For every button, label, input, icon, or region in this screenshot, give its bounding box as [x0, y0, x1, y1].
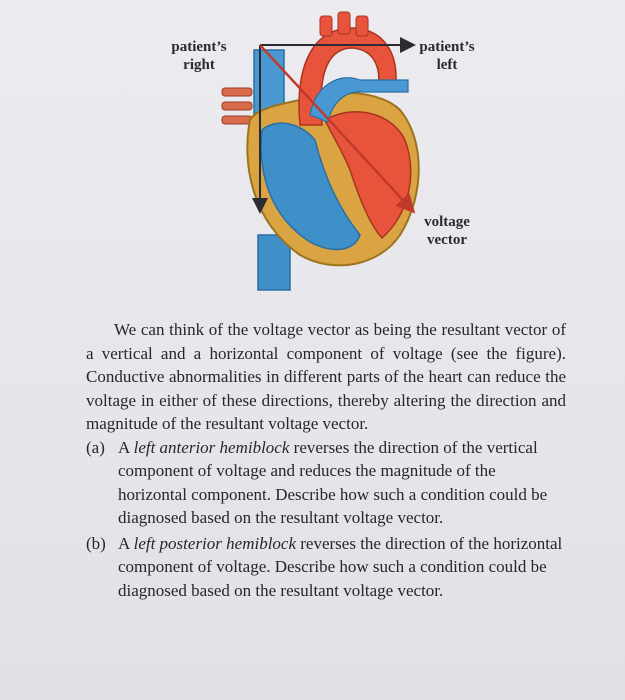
question-b-prefix: A [118, 533, 134, 553]
patients-right-label: patient’s right [164, 38, 234, 74]
aortic-branches [319, 11, 369, 37]
patients-left-label-line2: left [436, 57, 458, 73]
pulmonary-veins-right [221, 87, 253, 125]
question-a-prefix: A [118, 437, 134, 457]
pulmonary-artery [309, 77, 409, 123]
question-a-tag: (a) [86, 437, 105, 457]
question-a: (a) A left anterior hemiblock reverses th… [86, 436, 566, 530]
voltage-vector-label-line1: voltage [424, 214, 470, 230]
patients-right-label-line2: right [183, 57, 215, 73]
question-b-tag: (b) [86, 533, 106, 553]
voltage-vector-label-line2: vector [427, 232, 467, 248]
patients-left-label-line1: patient’s [419, 39, 475, 55]
intro-paragraph: We can think of the voltage vector as be… [86, 320, 566, 433]
right-chambers [260, 122, 361, 251]
question-b: (b) A left posterior hemiblock reverses t… [86, 532, 566, 603]
patients-left-label: patient’s left [412, 38, 482, 74]
left-chambers [324, 111, 412, 240]
voltage-vector-label: voltage vector [412, 213, 482, 249]
heart-illustration [221, 11, 420, 291]
heart-figure: patient’s right patient’s left voltage v… [150, 10, 490, 295]
patients-right-label-line1: patient’s [171, 39, 227, 55]
resultant-voltage-vector [259, 44, 416, 214]
question-a-term: left anterior hemiblock [133, 437, 290, 457]
question-b-term: left posterior hemiblock [133, 533, 297, 553]
question-a-text: reverses the direction of the vertical c… [118, 437, 548, 528]
problem-text: We can think of the voltage vector as be… [86, 318, 566, 602]
question-b-text: reverses the direction of the horizontal… [118, 533, 563, 600]
